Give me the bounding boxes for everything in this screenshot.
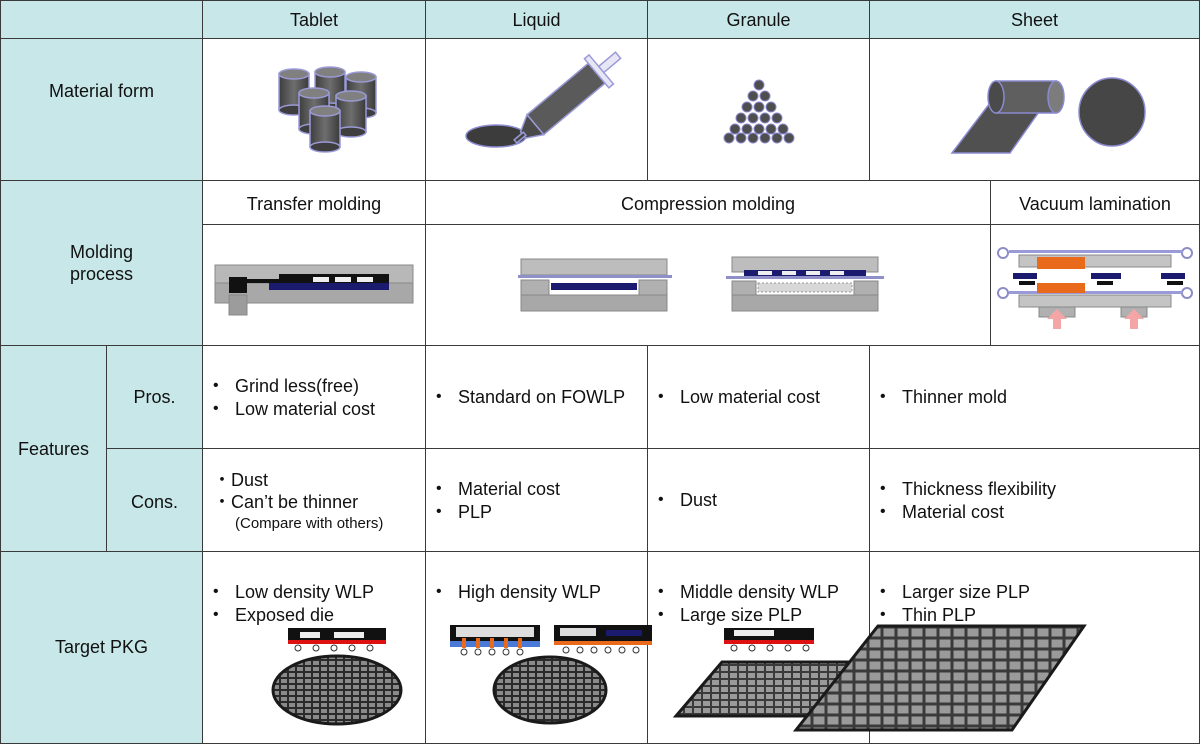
list-item: Material cost bbox=[436, 478, 560, 501]
row-target-pkg-label: Target PKG bbox=[54, 637, 149, 657]
header-tablet: Tablet bbox=[202, 0, 426, 39]
list-item: Large size PLP bbox=[658, 604, 839, 627]
list-item: Grind less(free) bbox=[213, 375, 375, 398]
row-molding-process: Molding process bbox=[0, 180, 203, 346]
vacuum-lamination-diagram bbox=[997, 247, 1193, 329]
process-compression-cell bbox=[425, 224, 991, 346]
list-item: Low density WLP bbox=[213, 581, 374, 604]
list-item: Material cost bbox=[880, 501, 1056, 524]
cons-tablet-note: (Compare with others) bbox=[235, 515, 384, 532]
list-item: Exposed die bbox=[213, 604, 374, 627]
tablet-wafer bbox=[271, 654, 403, 726]
liquid-package-cross-section-2 bbox=[554, 625, 652, 654]
cons-tablet-item-thinner: ・Can’t be thinner bbox=[213, 492, 359, 512]
liquid-wafer bbox=[492, 655, 608, 725]
row-features-label: Features bbox=[17, 439, 90, 459]
cons-granule-list: Dust bbox=[658, 489, 717, 512]
compression-mold-diagram-1 bbox=[518, 258, 672, 312]
list-item: Middle density WLP bbox=[658, 581, 839, 604]
row-cons-label: Cons. bbox=[130, 492, 179, 512]
compression-mold-diagram-2 bbox=[726, 256, 884, 312]
list-item: Low material cost bbox=[213, 398, 375, 421]
list-item: Standard on FOWLP bbox=[436, 386, 625, 409]
list-item: Thickness flexibility bbox=[880, 478, 1056, 501]
material-sheet-cell bbox=[869, 38, 1200, 181]
row-pros: Pros. bbox=[106, 345, 203, 449]
process-transfer-label: Transfer molding bbox=[246, 194, 382, 214]
header-tablet-label: Tablet bbox=[289, 10, 339, 30]
target-sheet-list: Larger size PLP Thin PLP bbox=[880, 581, 1030, 626]
process-vacuum-label: Vacuum lamination bbox=[1019, 194, 1171, 214]
row-material-form-label: Material form bbox=[48, 81, 155, 101]
list-item: PLP bbox=[436, 501, 560, 524]
granule-package-cross-section bbox=[724, 628, 814, 652]
list-item: High density WLP bbox=[436, 581, 601, 604]
corner-cell bbox=[0, 0, 203, 39]
list-item: Thin PLP bbox=[880, 604, 1030, 627]
row-target-pkg: Target PKG bbox=[0, 551, 203, 744]
target-tablet-list: Low density WLP Exposed die bbox=[213, 581, 374, 626]
process-compression-label: Compression molding bbox=[620, 194, 796, 214]
list-item: Thinner mold bbox=[880, 386, 1007, 409]
row-material-form: Material form bbox=[0, 38, 203, 181]
row-pros-label: Pros. bbox=[133, 387, 176, 407]
liquid-syringe-image bbox=[465, 51, 622, 148]
cons-tablet-cell: ・Dust ・Can’t be thinner (Compare with ot… bbox=[202, 448, 426, 552]
pros-tablet-list: Grind less(free) Low material cost bbox=[213, 375, 375, 420]
cons-liquid-list: Material cost PLP bbox=[436, 478, 560, 523]
liquid-package-cross-section-1 bbox=[450, 625, 540, 656]
header-granule-label: Granule bbox=[726, 10, 791, 30]
list-item: Dust bbox=[658, 489, 717, 512]
process-transfer-cell bbox=[202, 224, 426, 346]
process-vacuum-cell bbox=[990, 224, 1200, 346]
transfer-mold-diagram bbox=[214, 264, 414, 316]
pros-liquid-list: Standard on FOWLP bbox=[436, 386, 625, 409]
target-liquid-list: High density WLP bbox=[436, 581, 601, 604]
sheet-roll-image bbox=[950, 77, 1146, 154]
material-tablet-cell bbox=[202, 38, 426, 181]
row-molding-process-label: Molding process bbox=[69, 242, 134, 284]
granule-pile-image bbox=[723, 79, 795, 144]
material-granule-cell bbox=[647, 38, 870, 181]
tablet-package-cross-section bbox=[288, 628, 386, 652]
row-cons: Cons. bbox=[106, 448, 203, 552]
list-item: Larger size PLP bbox=[880, 581, 1030, 604]
sheet-large-panel bbox=[792, 624, 1087, 732]
list-item: Low material cost bbox=[658, 386, 820, 409]
cons-sheet-list: Thickness flexibility Material cost bbox=[880, 478, 1056, 523]
cons-sheet-cell: Thickness flexibility Material cost bbox=[869, 448, 1200, 552]
pros-granule-list: Low material cost bbox=[658, 386, 820, 409]
pros-sheet-list: Thinner mold bbox=[880, 386, 1007, 409]
header-liquid-label: Liquid bbox=[512, 10, 561, 30]
cons-tablet-item-dust: ・Dust bbox=[213, 470, 269, 490]
target-granule-list: Middle density WLP Large size PLP bbox=[658, 581, 839, 626]
header-sheet-label: Sheet bbox=[1010, 10, 1059, 30]
tablet-cylinders-image bbox=[278, 66, 377, 153]
